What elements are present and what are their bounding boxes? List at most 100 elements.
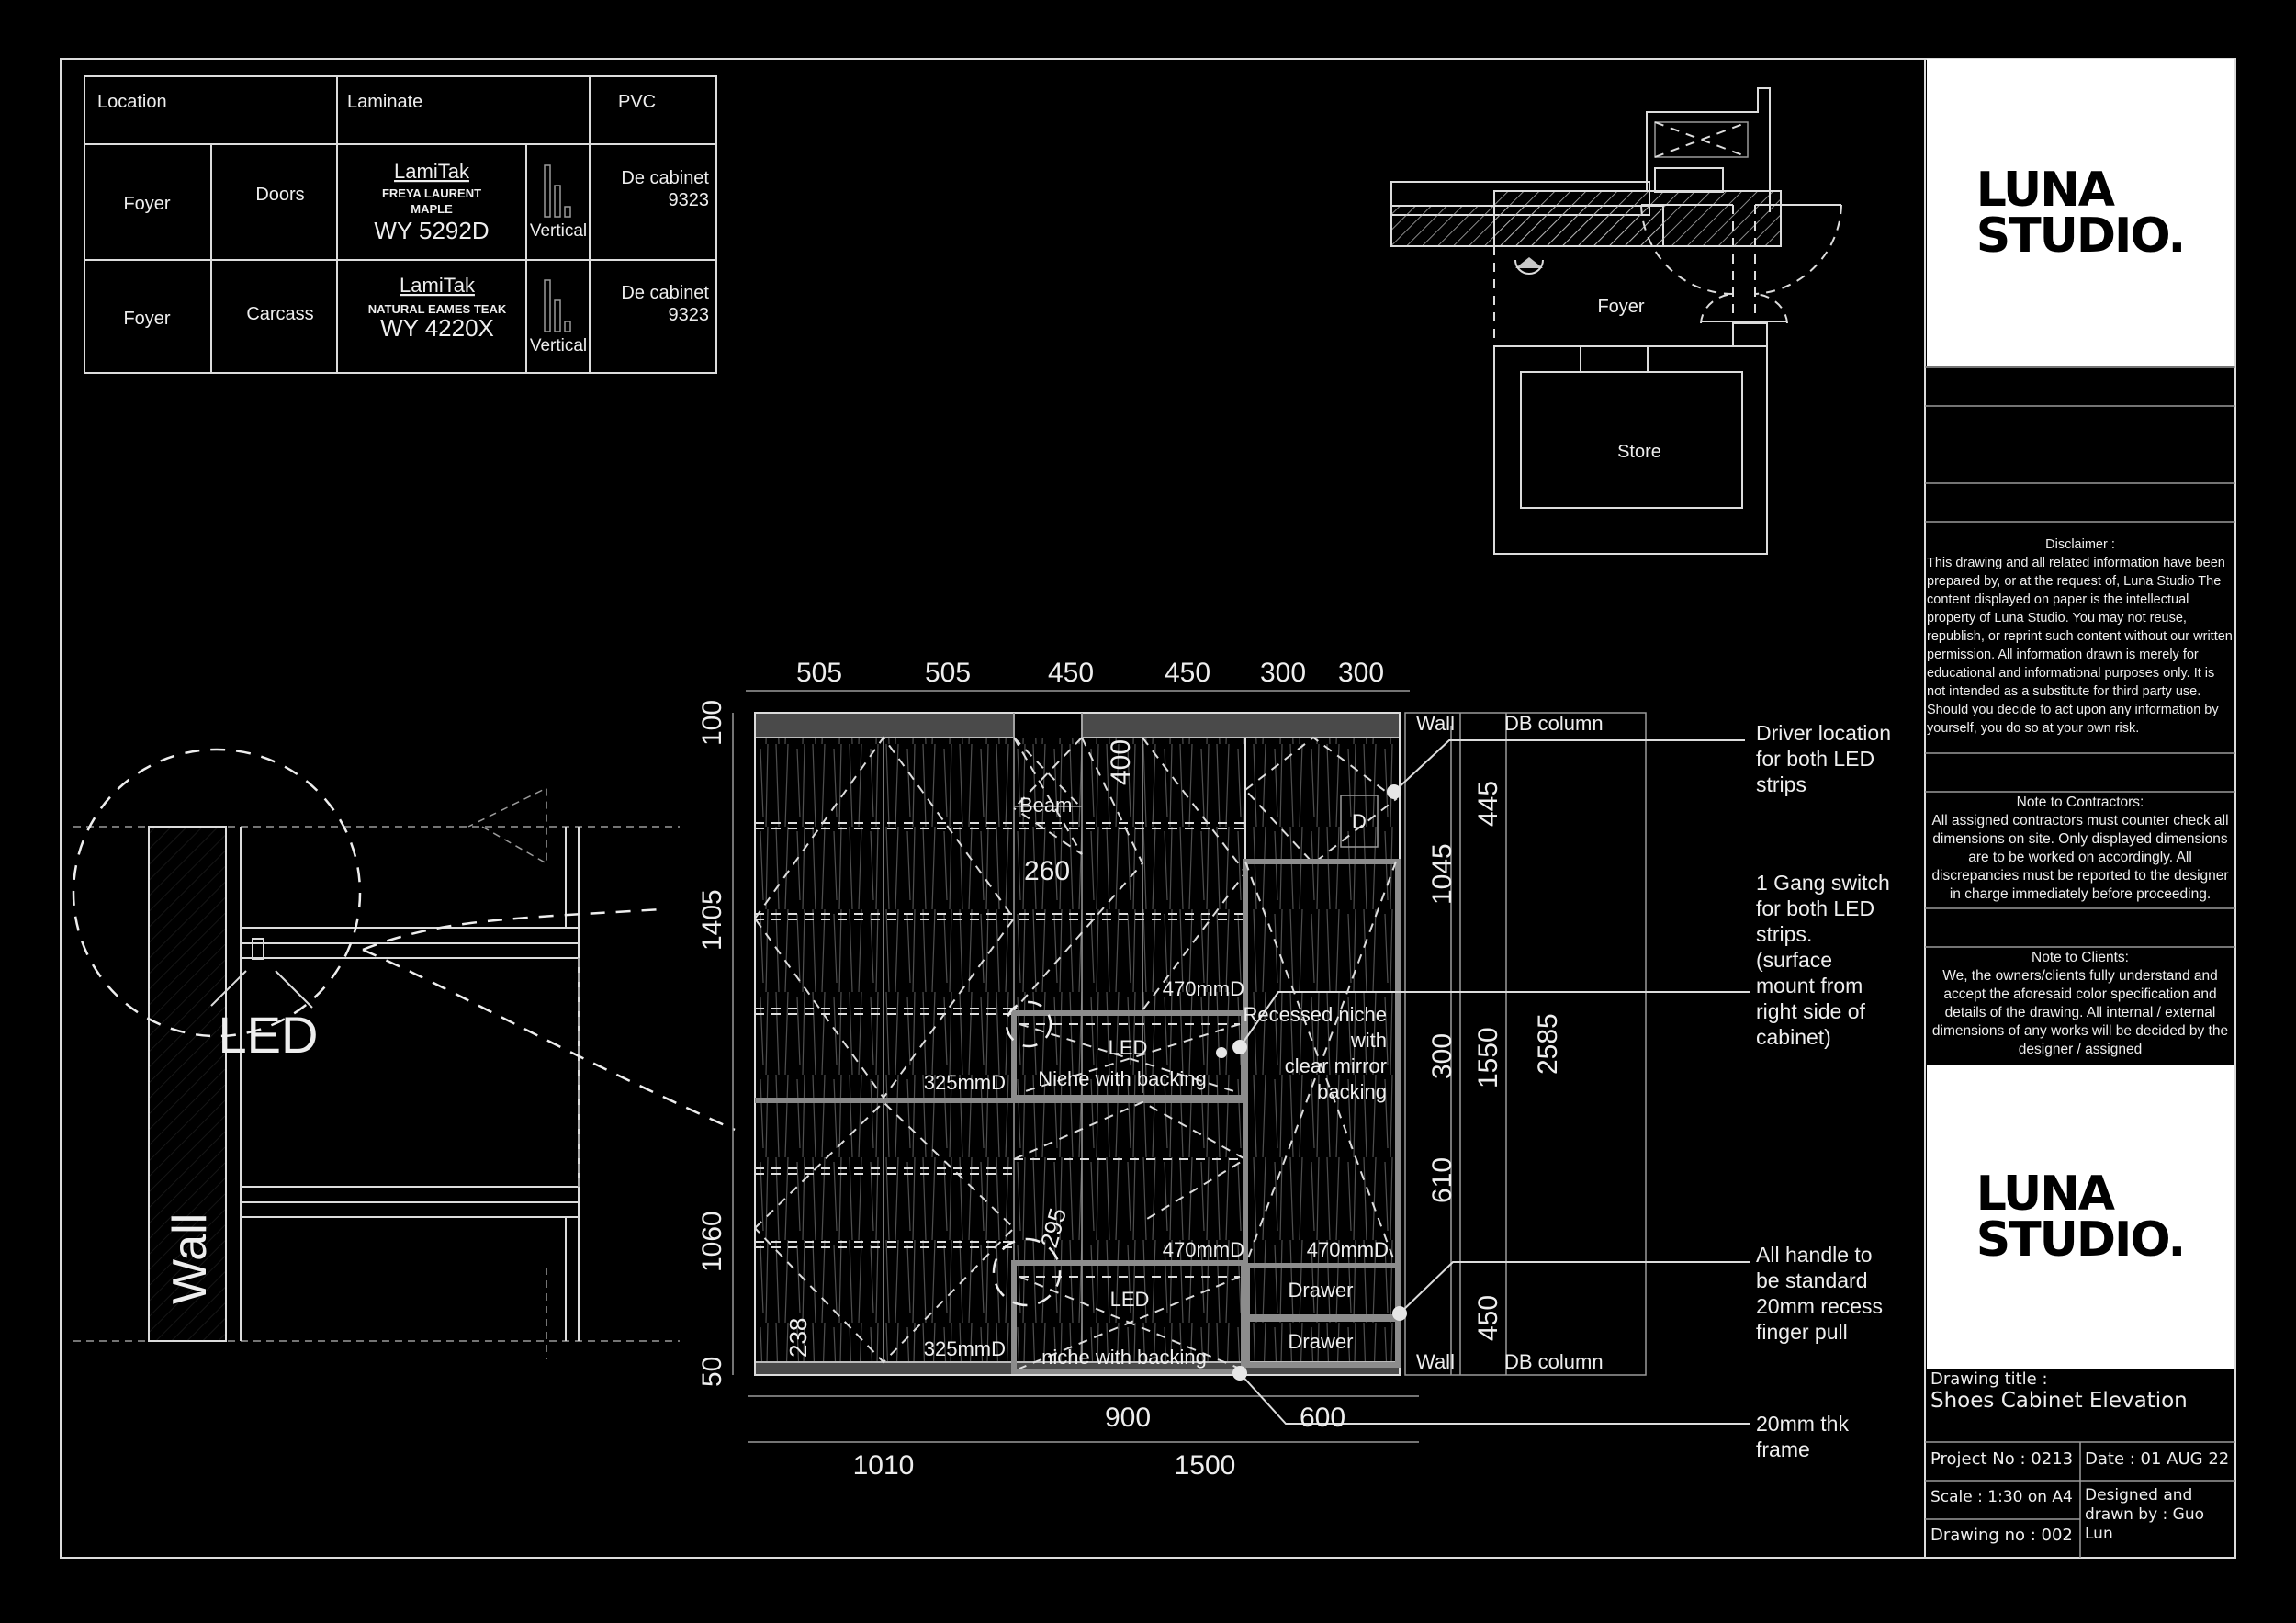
- title-block-grid: [1925, 366, 2235, 1558]
- dim-top-2: 505: [925, 658, 971, 688]
- row2-grain: Vertical: [530, 336, 587, 355]
- row1-finish-1: FREYA LAURENT: [382, 186, 481, 200]
- material-table: [84, 75, 717, 374]
- row2-brand: LamiTak: [400, 274, 476, 297]
- row2-part: Carcass: [246, 304, 313, 324]
- beam-label: Beam: [1019, 794, 1072, 817]
- driver-box-label: D: [1352, 810, 1367, 833]
- led-lower-label: LED: [1110, 1288, 1150, 1311]
- header-pvc: PVC: [618, 92, 656, 112]
- led-upper-label: LED: [1109, 1036, 1148, 1059]
- dim-1010: 1010: [853, 1450, 915, 1481]
- row2-location: Foyer: [123, 309, 170, 329]
- disclaimer-text: This drawing and all related information…: [1927, 556, 2233, 736]
- plan-foyer-label: Foyer: [1597, 297, 1644, 317]
- led-detail: [72, 748, 736, 1359]
- row2-finish-1: NATURAL EAMES TEAK: [368, 302, 507, 316]
- row2-code: WY 4220X: [380, 314, 494, 342]
- depth-470-upper: 470mmD: [1163, 977, 1244, 1000]
- dim-left-1060: 1060: [697, 1211, 727, 1272]
- header-laminate: Laminate: [347, 92, 422, 112]
- header-location: Location: [97, 92, 167, 112]
- callout-switch-4: (surface: [1756, 948, 1832, 972]
- logo-line-1: LUNA: [1975, 1167, 2115, 1222]
- row1-location: Foyer: [123, 194, 170, 214]
- dim-top-4: 450: [1165, 658, 1210, 688]
- dim-450: 450: [1473, 1295, 1503, 1341]
- disclaimer-title: Disclaimer :: [2045, 537, 2115, 552]
- wall-bottom-label: Wall: [1416, 1350, 1455, 1373]
- project-number: Project No : 0213: [1930, 1449, 2074, 1469]
- callout-switch-5: mount from: [1756, 974, 1863, 997]
- callout-frame-2: frame: [1756, 1437, 1810, 1461]
- row1-pvc-1: De cabinet: [621, 168, 709, 188]
- dim-top-1: 505: [796, 658, 842, 688]
- wall-top-label: Wall: [1416, 712, 1455, 735]
- row1-pvc-2: 9323: [669, 190, 710, 210]
- callout-frame-1: 20mm thk: [1756, 1412, 1849, 1436]
- recessed-niche-line3: clear mirror: [1285, 1054, 1387, 1077]
- depth-470-lower: 470mmD: [1163, 1238, 1244, 1261]
- logo-line-1: LUNA: [1975, 162, 2115, 218]
- detail-wall-label: Wall: [163, 1213, 217, 1304]
- recessed-niche-line4: backing: [1317, 1080, 1387, 1103]
- drawing-title: Shoes Cabinet Elevation: [1930, 1389, 2188, 1413]
- callout-handle-3: 20mm recess: [1756, 1294, 1883, 1318]
- drawing-number: Drawing no : 002: [1930, 1526, 2073, 1545]
- contractors-note: Note to Contractors: All assigned contra…: [1927, 794, 2234, 904]
- callout-switch-3: strips.: [1756, 922, 1812, 946]
- logo-line-2: STUDIO.: [1975, 208, 2186, 264]
- detail-led-label: LED: [219, 1006, 319, 1064]
- niche-upper-label: Niche with backing: [1038, 1067, 1206, 1090]
- row1-brand: LamiTak: [394, 160, 470, 183]
- row1-part: Doors: [255, 185, 304, 205]
- dim-900: 900: [1105, 1403, 1151, 1433]
- recessed-niche-line2: with: [1350, 1029, 1387, 1052]
- drawer-2-label: Drawer: [1289, 1330, 1354, 1353]
- contractors-text: All assigned contractors must counter ch…: [1931, 813, 2229, 902]
- dim-left-50: 50: [697, 1357, 727, 1387]
- dim-beam-260: 260: [1024, 856, 1070, 886]
- dim-1045: 1045: [1427, 843, 1458, 905]
- dim-top-5: 300: [1260, 658, 1306, 688]
- floor-plan: [1390, 87, 1842, 555]
- drawing-scale: Scale : 1:30 on A4: [1930, 1488, 2073, 1506]
- drawing-title-label: Drawing title :: [1930, 1369, 2048, 1389]
- sheet-border: [60, 58, 2236, 1559]
- niche-lower-label: niche with backing: [1041, 1346, 1207, 1369]
- callout-switch-2: for both LED: [1756, 896, 1874, 920]
- callout-handle-4: finger pull: [1756, 1320, 1848, 1344]
- grain-direction-icon: [544, 164, 571, 332]
- dim-1550: 1550: [1473, 1027, 1503, 1088]
- drawer-1-label: Drawer: [1289, 1279, 1354, 1302]
- dim-2585: 2585: [1533, 1013, 1563, 1075]
- row1-code: WY 5292D: [374, 217, 489, 244]
- callout-switch-1: 1 Gang switch: [1756, 871, 1890, 895]
- dim-beam-400: 400: [1106, 739, 1136, 785]
- logo-line-2: STUDIO.: [1975, 1212, 2186, 1268]
- dim-300: 300: [1427, 1033, 1458, 1079]
- callout-switch-7: cabinet): [1756, 1025, 1831, 1049]
- row2-pvc-2: 9323: [669, 305, 710, 325]
- dim-238: 238: [784, 1318, 812, 1358]
- contractors-title: Note to Contractors:: [2016, 795, 2144, 810]
- dim-1500: 1500: [1175, 1450, 1236, 1481]
- callout-handle-2: be standard: [1756, 1268, 1867, 1292]
- dim-top-3: 450: [1048, 658, 1094, 688]
- depth-325-upper: 325mmD: [924, 1071, 1006, 1094]
- dim-left-100: 100: [697, 700, 727, 746]
- row2-pvc-1: De cabinet: [621, 283, 709, 303]
- depth-325-lower: 325mmD: [924, 1337, 1006, 1360]
- db-column-bottom-label: DB column: [1504, 1350, 1604, 1373]
- luna-studio-logo-top: LUNA STUDIO.: [1927, 59, 2234, 366]
- cabinet-elevation: [732, 690, 1750, 1443]
- depth-470-right: 470mmD: [1307, 1238, 1389, 1261]
- clients-text: We, the owners/clients fully understand …: [1931, 968, 2229, 1057]
- callout-driver-1: Driver location: [1756, 721, 1891, 745]
- dim-top-6: 300: [1338, 658, 1384, 688]
- row1-finish-2: MAPLE: [411, 202, 453, 216]
- clients-title: Note to Clients:: [2032, 950, 2129, 965]
- drawing-date: Date : 01 AUG 22: [2085, 1449, 2230, 1469]
- callout-driver-2: for both LED: [1756, 747, 1874, 771]
